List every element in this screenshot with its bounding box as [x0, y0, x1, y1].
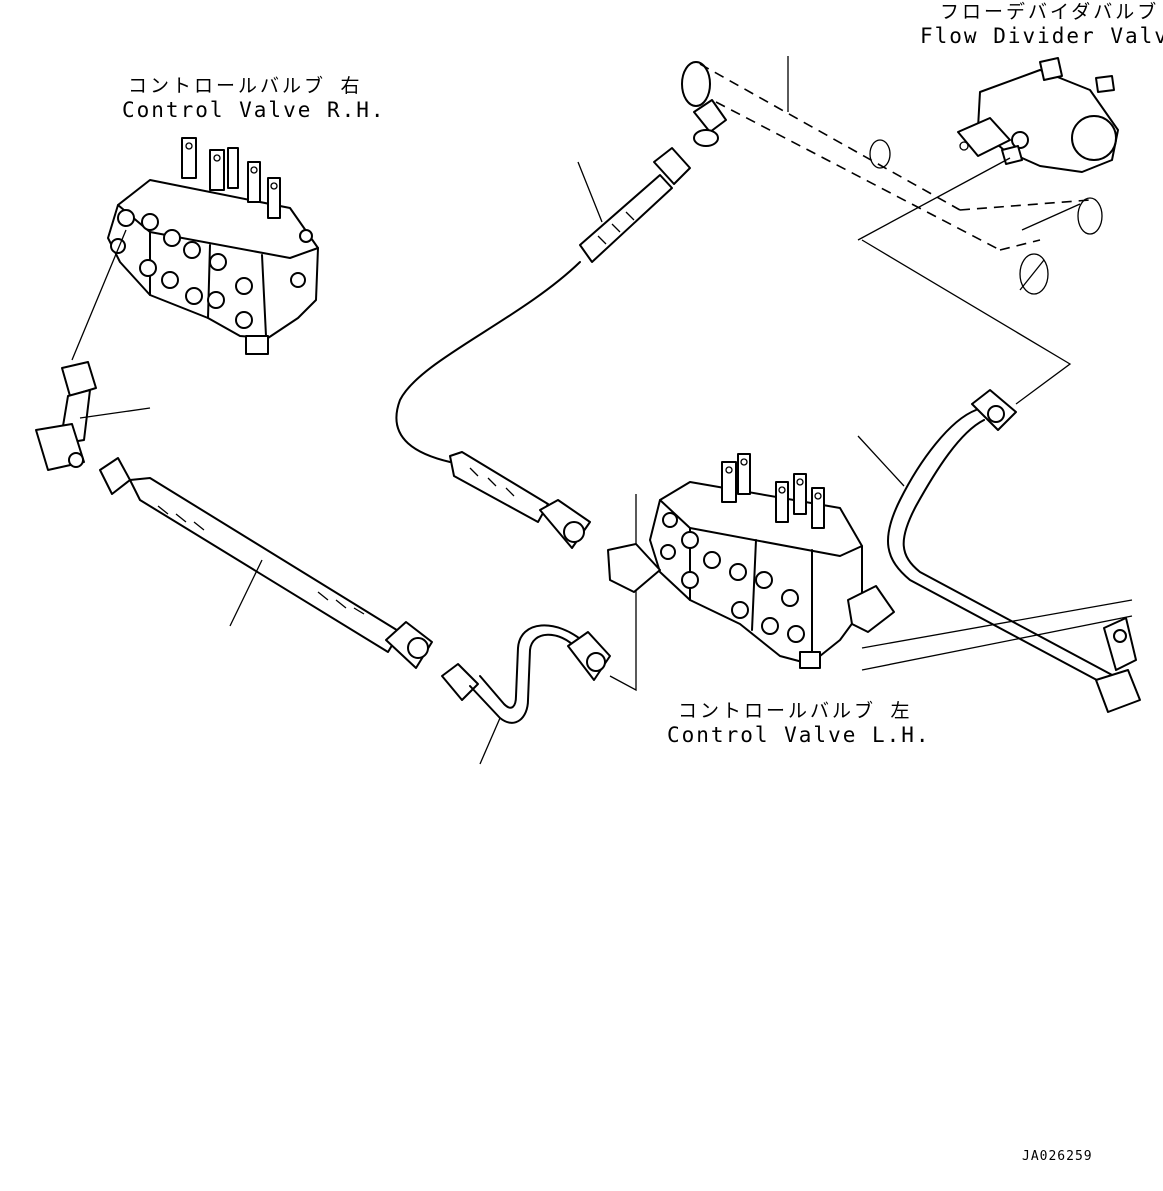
- drawing-code: JA026259: [1022, 1149, 1093, 1164]
- control-valve-lh: [607, 453, 895, 669]
- control-valve-lh-label-en: Control Valve L.H.: [667, 723, 931, 747]
- leader-hose-long: [229, 559, 263, 627]
- leader-lh-to-elbow: [861, 599, 1133, 649]
- leader-bent-pipe: [479, 717, 501, 765]
- leader-pipe-to-flow-divider: [861, 239, 1072, 405]
- control-valve-rh-label-jp: コントロールバルブ 右: [128, 74, 362, 97]
- leader-bent-pipe-right: [857, 435, 905, 487]
- elbow-fitting-rh: [35, 361, 97, 471]
- flow-divider-valve-label-jp: フローデバイダバルブ: [940, 0, 1159, 23]
- bent-pipe-center: [441, 624, 611, 724]
- leader-hose-flexible: [577, 161, 603, 223]
- leader-lh-to-elbow-2: [861, 615, 1133, 671]
- control-valve-lh-label-jp: コントロールバルブ 左: [678, 699, 912, 722]
- phantom-pipe: [681, 61, 1103, 295]
- leader-elbow: [79, 407, 151, 419]
- leader-rh-valve-elbow: [71, 229, 127, 361]
- hose-long-rh: [99, 457, 433, 669]
- flow-divider-valve: [957, 57, 1119, 173]
- control-valve-rh-label-en: Control Valve R.H.: [122, 98, 386, 122]
- control-valve-rh: [107, 137, 319, 355]
- flow-divider-valve-label-en: Flow Divider Valve: [920, 24, 1163, 48]
- hose-flexible-center: [395, 147, 691, 549]
- bent-pipe-right: [886, 389, 1141, 713]
- leader-flow-divider: [857, 157, 1011, 241]
